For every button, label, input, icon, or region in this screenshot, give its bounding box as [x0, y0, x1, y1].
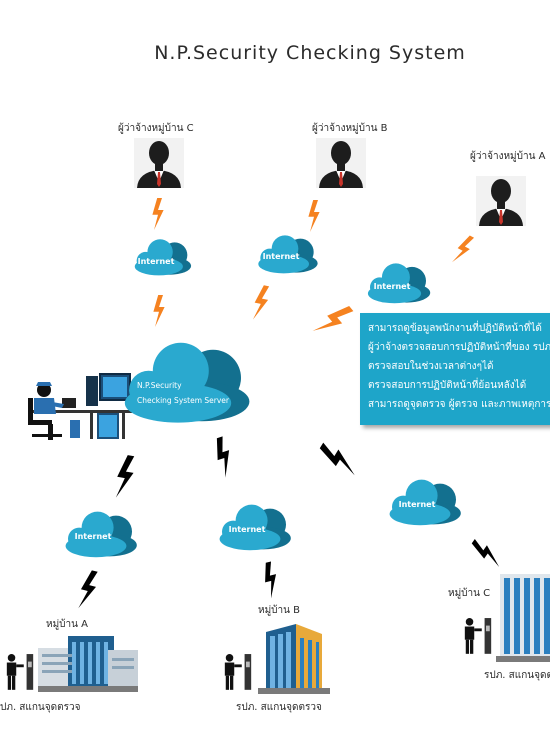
village-b-label: หมู่บ้าน B: [258, 605, 301, 616]
internet-cloud-village-b: Internet: [214, 503, 294, 551]
feature-line: ตรวจสอบการปฏิบัติหน้าที่ย้อนหลังได้: [368, 380, 527, 391]
internet-cloud-label: Internet: [262, 252, 300, 261]
internet-cloud-a: Internet: [362, 262, 434, 304]
bolt-internet-b-village-icon: [257, 556, 285, 603]
village-c-guard-icon: [462, 616, 494, 654]
bolt-server-internet-a-icon: [110, 451, 140, 502]
village-b-guard-icon: [222, 652, 254, 690]
bolt-internet-c-server-icon: [151, 290, 167, 332]
feature-line: ตรวจสอบในช่วงเวลาต่างๆได้: [368, 361, 494, 372]
internet-cloud-label: Internet: [373, 282, 411, 291]
internet-cloud-label: Internet: [137, 257, 175, 266]
server-name-line2: Checking System Server: [137, 396, 229, 405]
internet-cloud-village-c: Internet: [383, 478, 465, 526]
server-cloud: N.P.Security Checking System Server: [115, 340, 255, 424]
employer-a-label: ผู้ว่าจ้างหมู่บ้าน A: [470, 151, 546, 162]
village-a-guard-icon: [4, 652, 36, 690]
bolt-employer-a-icon: [447, 230, 478, 269]
feature-line: สามารถดูจุดตรวจ ผู้ตรวจ และภาพเหตุการณ์: [368, 399, 550, 410]
bolt-internet-a-server-icon: [308, 298, 357, 344]
internet-cloud-label: Internet: [228, 525, 266, 534]
page-title: N.P.Security Checking System: [154, 42, 466, 64]
guard-a-label: ปภ. สแกนจุดตรวจ: [0, 702, 81, 713]
bolt-internet-a-village-icon: [72, 564, 103, 615]
village-b-building-icon: [258, 624, 330, 694]
bolt-internet-b-server-icon: [248, 281, 274, 326]
internet-cloud-b: Internet: [252, 234, 322, 274]
employer-b-label: ผู้ว่าจ้างหมู่บ้าน B: [312, 123, 388, 134]
bolt-employer-c-icon: [150, 195, 166, 233]
village-c-label: หมู่บ้าน C: [448, 588, 491, 599]
bolt-server-internet-c-icon: [307, 433, 371, 485]
features-info-box: สามารถดูข้อมูลพนักงานที่ปฏิบัติหน้าที่ได…: [360, 313, 550, 425]
server-cloud-icon: [115, 340, 255, 424]
employer-b-person-icon: [316, 138, 366, 188]
internet-cloud-c: Internet: [130, 238, 194, 276]
bolt-internet-c-village-icon: [461, 531, 512, 574]
village-a-building-icon: [38, 636, 138, 692]
guard-c-label: รปภ. สแกนจุดต: [484, 670, 550, 681]
bolt-server-internet-b-icon: [207, 430, 241, 484]
internet-cloud-label: Internet: [74, 532, 112, 541]
guard-b-label: รปภ. สแกนจุดตรวจ: [236, 702, 322, 713]
internet-cloud-label: Internet: [398, 500, 436, 509]
employer-c-person-icon: [134, 138, 184, 188]
village-c-building-icon: [496, 574, 550, 662]
employer-c-label: ผู้ว่าจ้างหมู่บ้าน C: [118, 123, 194, 134]
employer-a-person-icon: [476, 176, 526, 226]
village-a-label: หมู่บ้าน A: [46, 619, 89, 630]
feature-line: ผู้ว่าจ้างตรวจสอบการปฏิบัติหน้าที่ของ รป…: [368, 342, 550, 353]
bolt-employer-b-icon: [306, 200, 322, 232]
feature-line: สามารถดูข้อมูลพนักงานที่ปฏิบัติหน้าที่ได…: [368, 323, 542, 334]
internet-cloud-village-a: Internet: [60, 510, 140, 558]
server-name-line1: N.P.Security: [137, 381, 182, 390]
